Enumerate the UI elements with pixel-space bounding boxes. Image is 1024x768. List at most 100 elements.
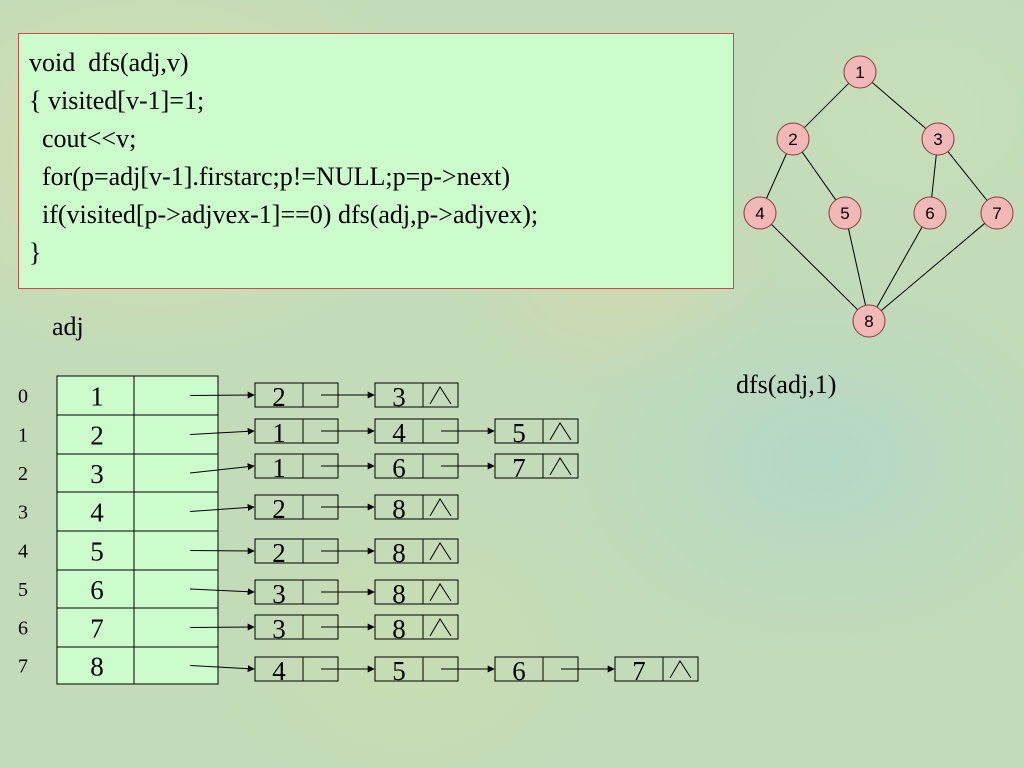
graph-edge	[871, 82, 927, 129]
graph-edge	[766, 153, 787, 199]
adj-label: adj	[52, 312, 84, 341]
arc-node	[374, 382, 459, 408]
graph-node	[828, 196, 862, 230]
arc-node-value: 2	[272, 494, 286, 524]
arc-node-value: 1	[272, 453, 286, 483]
firstarc-cell	[133, 453, 219, 493]
vertex-cell	[56, 491, 135, 532]
arc-node-value: 2	[272, 382, 286, 412]
graph-node	[913, 196, 947, 230]
arc-node-value: 3	[392, 382, 406, 412]
code-line: { visited[v-1]=1;	[29, 86, 205, 115]
firstarc-cell	[133, 569, 219, 609]
vertex-index: 0	[18, 386, 28, 408]
graph-node-label: 1	[855, 63, 864, 82]
arc-node-value: 8	[392, 494, 406, 524]
graph-edge	[947, 151, 988, 201]
arc-node	[374, 494, 459, 520]
arc-node-value: 6	[392, 453, 406, 483]
graph-edge	[876, 226, 923, 308]
arc-node	[494, 418, 579, 444]
firstarc-arrow	[189, 623, 255, 631]
graph-node-label: 3	[933, 130, 942, 149]
arc-node-value: 5	[392, 656, 406, 686]
arc-node-value: 7	[632, 656, 646, 686]
vertex-label: 8	[90, 652, 104, 682]
null-pointer-icon	[429, 498, 452, 517]
firstarc-cell	[133, 414, 219, 455]
arc-node	[374, 538, 459, 564]
vertex-cell	[56, 375, 135, 416]
code-box: void dfs(adj,v) { visited[v-1]=1; cout<<…	[18, 33, 734, 289]
graph-edge	[771, 223, 858, 311]
code-line: if(visited[p->adjvex-1]==0) dfs(adj,p->a…	[29, 200, 539, 229]
graph-node-label: 8	[864, 312, 873, 331]
vertex-label: 3	[90, 459, 104, 489]
code-line: }	[29, 238, 42, 267]
vertex-cell	[56, 607, 135, 648]
firstarc-arrow	[189, 427, 255, 435]
vertex-index: 4	[18, 541, 28, 563]
arc-node-value: 3	[272, 579, 286, 609]
graph-node-label: 4	[755, 204, 764, 223]
vertex-label: 4	[90, 498, 104, 528]
code-line: for(p=adj[v-1].firstarc;p!=NULL;p=p->nex…	[29, 162, 510, 191]
graph-edge	[801, 151, 837, 201]
firstarc-arrow	[189, 665, 255, 673]
vertex-cell	[56, 530, 135, 571]
vertex-label: 5	[90, 537, 104, 567]
arc-node-value: 1	[272, 418, 286, 448]
graph-node	[921, 122, 955, 156]
firstarc-arrow	[189, 588, 255, 596]
code-line: void dfs(adj,v)	[29, 48, 189, 77]
graph-edge	[931, 154, 937, 198]
graph-node-label: 5	[840, 204, 849, 223]
vertex-index: 6	[18, 618, 28, 640]
vertex-label: 6	[90, 575, 104, 605]
arc-node-value: 6	[512, 656, 526, 686]
firstarc-arrow	[189, 391, 255, 399]
arc-node-value: 4	[392, 418, 406, 448]
arc-node	[494, 453, 579, 479]
vertex-index: 3	[18, 502, 28, 524]
null-pointer-icon	[549, 422, 572, 441]
null-pointer-icon	[429, 618, 452, 637]
vertex-label: 7	[90, 614, 104, 644]
graph-edge	[847, 228, 867, 306]
vertex-index: 2	[18, 463, 28, 485]
firstarc-arrow	[189, 463, 255, 474]
null-pointer-icon	[429, 386, 452, 405]
vertex-index: 5	[18, 579, 28, 601]
graph-node	[980, 196, 1014, 230]
null-pointer-icon	[429, 542, 452, 561]
graph-node-label: 7	[992, 204, 1001, 223]
firstarc-cell	[133, 646, 219, 685]
arc-node-value: 8	[392, 614, 406, 644]
null-pointer-icon	[549, 457, 572, 476]
arc-node-value: 8	[392, 538, 406, 568]
graph-node	[843, 55, 877, 89]
vertex-label: 1	[90, 382, 104, 412]
vertex-index: 7	[18, 656, 28, 678]
arc-node	[614, 656, 699, 682]
vertex-cell	[56, 646, 135, 685]
graph-node	[776, 122, 810, 156]
graph-node	[743, 196, 777, 230]
null-pointer-icon	[669, 660, 692, 679]
arc-node-value: 4	[272, 656, 286, 686]
firstarc-arrow	[189, 547, 255, 555]
vertex-index: 1	[18, 425, 28, 447]
arc-node-value: 3	[272, 614, 286, 644]
arc-node-value: 8	[392, 579, 406, 609]
firstarc-arrow	[189, 503, 255, 512]
dfs-call-label: dfs(adj,1)	[736, 370, 837, 399]
vertex-cell	[56, 414, 135, 455]
arc-node-value: 2	[272, 538, 286, 568]
vertex-label: 2	[90, 421, 104, 451]
graph-edge	[880, 222, 986, 312]
graph-node	[852, 304, 886, 338]
null-pointer-icon	[429, 583, 452, 602]
